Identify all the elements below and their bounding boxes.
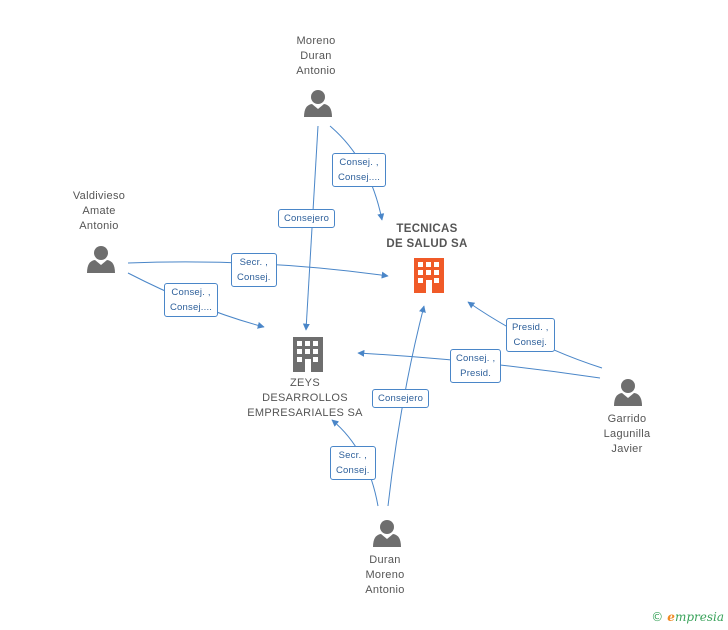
edge-moreno-zeys	[302, 125, 319, 331]
company-name-zeys-desarrollos[interactable]: ZEYS DESARROLLOS EMPRESARIALES SA	[247, 377, 363, 419]
building-icon[interactable]	[293, 337, 323, 372]
edge-label-garrido-tecnicas[interactable]: Presid. , Consej.	[506, 318, 555, 352]
person-name-duran-moreno-antonio[interactable]: Duran Moreno Antonio	[365, 554, 405, 596]
building-icon[interactable]	[414, 258, 444, 293]
empresia-logo: ©empresia	[651, 610, 724, 624]
company-name-tecnicas-de-salud[interactable]: TECNICAS DE SALUD SA	[386, 223, 468, 250]
person-icon[interactable]	[304, 90, 332, 117]
edge-label-valdivieso-zeys[interactable]: Consej. , Consej....	[164, 283, 219, 317]
edge-label-duran-tecnicas[interactable]: Consejero	[372, 389, 430, 408]
person-name-moreno-duran-antonio[interactable]: Moreno Duran Antonio	[296, 35, 336, 77]
person-name-garrido-lagunilla-javier[interactable]: Garrido Lagunilla Javier	[603, 413, 651, 455]
person-icon[interactable]	[87, 246, 115, 273]
edge-label-garrido-zeys[interactable]: Consej. , Presid.	[450, 349, 502, 383]
edge-label-duran-zeys[interactable]: Secr. , Consej.	[330, 446, 376, 480]
edge-label-moreno-zeys[interactable]: Consejero	[278, 209, 336, 228]
edge-label-moreno-tecnicas[interactable]: Consej. , Consej....	[332, 153, 387, 187]
edge-label-valdivieso-tecnicas[interactable]: Secr. , Consej.	[231, 253, 277, 287]
person-icon[interactable]	[373, 520, 401, 547]
person-name-valdivieso-amate-antonio[interactable]: Valdivieso Amate Antonio	[72, 190, 126, 232]
person-icon[interactable]	[614, 379, 642, 406]
